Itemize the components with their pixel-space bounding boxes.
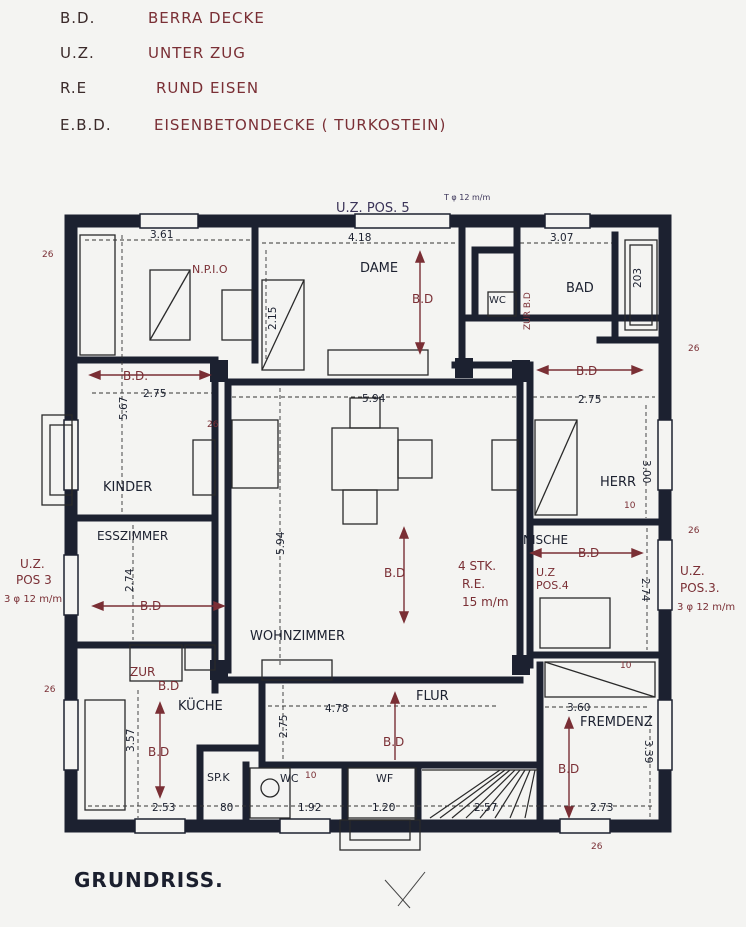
drawing-title: GRUNDRISS. [74, 868, 224, 892]
annotation-re: R.E. [462, 577, 485, 591]
annotation-bd: B.D [158, 679, 179, 693]
windows [63, 213, 673, 834]
annotation-zur: ZUR [130, 665, 155, 679]
annotation-uz-right: POS.3. [680, 581, 720, 595]
room-label-herr: HERR [600, 475, 636, 490]
dim-label: 3.00 [640, 460, 652, 483]
legend-abbr: E.B.D. [60, 116, 112, 134]
dim-label: 203 [632, 268, 644, 288]
legend-full: RUND EISEN [156, 79, 260, 97]
room-labels: DAME BAD WC KINDER HERR ESSZIMMER NISCHE… [97, 261, 653, 785]
dim-label: 2.57 [474, 802, 497, 814]
room-label-flur: FLUR [416, 689, 449, 704]
annotation-10: 10 [305, 771, 317, 781]
annotation-uz-left: U.Z. [20, 557, 45, 571]
top-uz-sub: T φ 12 m/m [443, 193, 490, 202]
room-label-spk: SP.K [207, 771, 230, 784]
legend-abbr: R.E [60, 79, 88, 97]
dim-label: 3.61 [150, 229, 173, 241]
legend-full: EISENBETONDECKE ( TURKOSTEIN) [154, 116, 447, 134]
dim-label: 2.74 [639, 578, 651, 602]
annotation-26: 26 [688, 526, 700, 536]
dim-label: 2.15 [267, 307, 279, 330]
cross-mark [384, 871, 426, 909]
annotation-uz-left: POS 3 [16, 573, 52, 587]
annotation-bd: B.D [578, 546, 599, 560]
room-label-kinder: KINDER [103, 480, 152, 495]
dim-label: 4.18 [348, 232, 371, 244]
dim-label: 2.75 [278, 715, 290, 738]
dim-label: 5.94 [362, 393, 386, 405]
annotation-26: 26 [207, 420, 219, 430]
annotation-uz-right: U.Z. [680, 564, 705, 578]
dim-label: 2.74 [124, 568, 136, 592]
dim-label: 1.92 [298, 802, 321, 814]
annotation-bd: B.D [576, 364, 597, 378]
interior-walls [76, 223, 669, 824]
annotation-bd: B.D [558, 762, 579, 776]
annotation-mm: 15 m/m [462, 595, 509, 609]
dim-label: 3.39 [642, 740, 654, 763]
dim-label: 4.78 [325, 703, 348, 715]
annotation-uz-left: 3 φ 12 m/m [4, 594, 62, 605]
annotation-10: 10 [624, 501, 636, 511]
red-annotations: U.Z. POS. 5 T φ 12 m/m N.P.I.O B.D ZUR B… [4, 193, 735, 852]
room-label-wohnzimmer: WOHNZIMMER [250, 629, 345, 644]
legend-full: BERRA DECKE [148, 9, 265, 27]
annotation-10: 10 [620, 661, 632, 671]
dim-label: 5.94 [275, 531, 287, 555]
annotation-bd: B.D [384, 566, 405, 580]
annotation-uz-right: 3 φ 12 m/m [677, 602, 735, 613]
dim-label: 2.75 [578, 394, 601, 406]
annotation-bd: B.D [412, 292, 433, 306]
annotation-bd: B.D. [123, 369, 148, 383]
dim-label: 3.07 [550, 232, 573, 244]
annotation-uz-pos4: U.Z [536, 566, 556, 579]
annotation-26: 26 [688, 344, 700, 354]
room-label-wc-top: WC [489, 295, 506, 306]
room-label-bad: BAD [566, 281, 594, 296]
dim-label: 2.53 [152, 802, 175, 814]
annotation-26: 26 [591, 842, 603, 852]
dim-label: 3.60 [567, 702, 590, 714]
room-label-wc-bottom: WC [280, 772, 299, 785]
staircase [422, 769, 538, 819]
legend-abbr: B.D. [60, 9, 96, 27]
annotation-26: 26 [44, 685, 56, 695]
room-label-nische: NISCHE [523, 533, 568, 547]
dim-label: 80 [220, 802, 233, 814]
annotation-26: 26 [42, 250, 54, 260]
dim-label: 2.75 [143, 388, 166, 400]
dim-label: 5.67 [118, 397, 130, 420]
room-label-wf: WF [376, 772, 393, 785]
legend-full: UNTER ZUG [148, 44, 246, 62]
annotation-stk: 4 STK. [458, 559, 496, 573]
annotation-uz-pos4: POS.4 [536, 579, 569, 592]
furniture [41, 234, 658, 851]
annotation-zur-bd: ZUR B.D [523, 292, 533, 330]
annotation-bd: B.D [140, 599, 161, 613]
annotation-npio: N.P.I.O [192, 263, 228, 276]
room-label-kueche: KÜCHE [178, 697, 223, 714]
room-label-dame: DAME [360, 261, 398, 276]
annotation-bd: B.D [148, 745, 169, 759]
dim-label: 1.20 [372, 802, 395, 814]
red-arrows [88, 250, 644, 819]
dimension-labels: 3.61 4.18 3.07 203 2.15 5.67 2.75 5.94 2… [118, 229, 654, 814]
top-uz-label: U.Z. POS. 5 [336, 201, 410, 216]
legend-abbr: U.Z. [60, 44, 95, 62]
dim-label: 3.57 [125, 729, 137, 752]
dim-label: 2.73 [590, 802, 613, 814]
annotation-bd: B.D [383, 735, 404, 749]
room-label-fremdenz: FREMDENZ [580, 715, 653, 730]
room-label-esszimmer: ESSZIMMER [97, 529, 168, 543]
